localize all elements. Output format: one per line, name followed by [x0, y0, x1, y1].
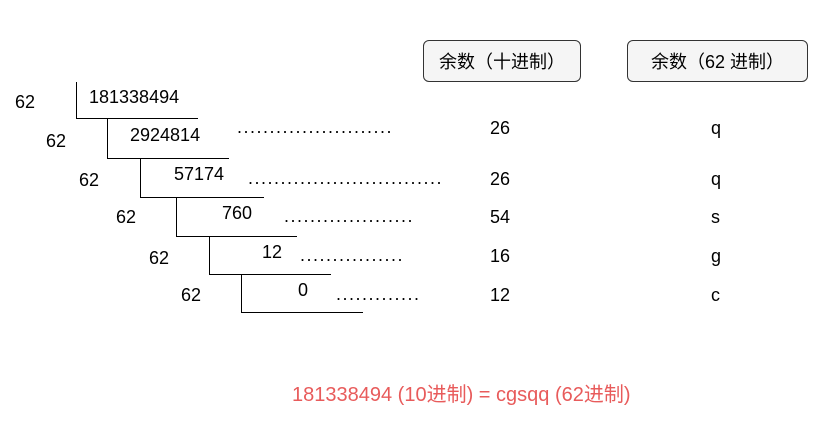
division-bracket-horizontal: [107, 158, 229, 159]
division-bracket-horizontal: [76, 118, 198, 119]
divisor-label: 62: [149, 248, 170, 268]
decimal-remainder-value: 26: [490, 118, 511, 138]
base62-remainder-char: s: [711, 207, 720, 227]
division-bracket-vertical: [241, 274, 242, 312]
divisor-label: 62: [116, 207, 137, 227]
division-bracket-horizontal: [241, 312, 363, 313]
division-bracket-horizontal: [140, 197, 264, 198]
dotted-leader: ................: [300, 245, 405, 265]
division-bracket-horizontal: [209, 274, 331, 275]
dividend-label: 760: [222, 203, 253, 223]
decimal-remainder-value: 26: [490, 169, 511, 189]
dividend-label: 0: [298, 280, 309, 300]
divisor-label: 62: [15, 92, 36, 112]
division-bracket-vertical: [140, 158, 141, 197]
division-bracket-vertical: [76, 82, 77, 118]
division-bracket-vertical: [209, 236, 210, 274]
base62-remainder-char: q: [711, 169, 722, 189]
base62-remainder-char: g: [711, 246, 722, 266]
decimal-remainder-value: 12: [490, 285, 511, 305]
dividend-label: 12: [262, 242, 283, 262]
decimal-remainder-value: 54: [490, 207, 511, 227]
dotted-leader: ..............................: [248, 168, 444, 188]
dividend-label: 2924814: [130, 125, 201, 145]
divisor-label: 62: [79, 170, 100, 190]
base62-remainder-header-label: 余数（62 进制）: [650, 52, 785, 72]
divisor-label: 62: [46, 131, 67, 151]
decimal-remainder-header: 余数（十进制）: [423, 40, 581, 82]
dividend-label: 181338494: [89, 87, 180, 107]
dotted-leader: .............: [336, 284, 421, 304]
base62-remainder-char: c: [711, 285, 720, 305]
dotted-leader: ........................: [237, 117, 394, 137]
decimal-remainder-value: 16: [490, 246, 511, 266]
base62-remainder-char: q: [711, 118, 722, 138]
division-bracket-vertical: [176, 197, 177, 236]
dotted-leader: ....................: [284, 206, 415, 226]
division-bracket-horizontal: [176, 236, 297, 237]
dividend-label: 57174: [174, 164, 225, 184]
divisor-label: 62: [181, 285, 202, 305]
conversion-result-equation: 181338494 (10进制) = cgsqq (62进制): [292, 384, 631, 406]
base62-remainder-header: 余数（62 进制）: [627, 40, 808, 82]
decimal-remainder-header-label: 余数（十进制）: [439, 52, 565, 72]
division-bracket-vertical: [107, 118, 108, 158]
